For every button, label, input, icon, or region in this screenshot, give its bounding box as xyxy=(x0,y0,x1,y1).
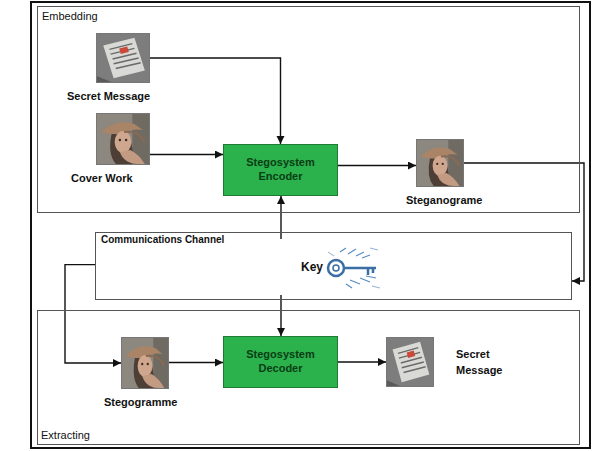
decoder-box: Stegosystem Decoder xyxy=(223,336,338,388)
picture-lena xyxy=(416,139,464,187)
panel-heading: Extracting xyxy=(41,429,90,441)
embedding-panel: EmbeddingSecret MessageCover Work Stegosy… xyxy=(37,6,580,213)
panel-heading: Communications Channel xyxy=(101,234,224,245)
outer-frame xyxy=(31,2,590,448)
flow-arrow xyxy=(169,362,223,363)
channel-panel: Communications ChannelKey xyxy=(95,232,572,300)
picture-caption: Secret Message xyxy=(67,90,150,102)
stego-image: Steganograme xyxy=(406,139,482,206)
picture-doc xyxy=(386,337,434,387)
picture-caption: Secret Message xyxy=(456,347,508,379)
panel-heading: Embedding xyxy=(42,10,98,22)
key-icon xyxy=(328,248,380,288)
picture-caption: Stegogramme xyxy=(104,396,177,408)
picture-caption: Cover Work xyxy=(71,172,150,184)
flow-arrow xyxy=(338,165,416,166)
cover-work-image: Cover Work xyxy=(71,113,150,184)
box-label: Stegosystem Encoder xyxy=(240,156,322,184)
picture-doc xyxy=(96,33,150,83)
flow-arrow xyxy=(150,58,281,144)
flow-arrow xyxy=(150,154,223,155)
picture-lena xyxy=(121,337,169,389)
box-label: Stegosystem Decoder xyxy=(240,348,322,376)
encoder-box: Stegosystem Encoder xyxy=(223,144,338,196)
key-node: Key xyxy=(263,239,325,295)
key-label: Key xyxy=(301,260,323,274)
extracting-panel: Extracting Stegogramme Stegosystem Decoder… xyxy=(37,310,580,445)
flow-arrow xyxy=(338,361,386,362)
flow-arrow xyxy=(280,295,281,336)
stego-image: Stegogramme xyxy=(104,337,177,408)
secret-message-image: Secret Message xyxy=(67,33,150,102)
flow-arrow xyxy=(464,163,584,281)
label-column: Secret Message xyxy=(456,347,508,379)
flow-arrow xyxy=(65,265,121,363)
picture-caption: Steganograme xyxy=(406,194,482,206)
picture-lena xyxy=(96,113,150,165)
secret-message-image: Secret Message xyxy=(386,337,508,387)
